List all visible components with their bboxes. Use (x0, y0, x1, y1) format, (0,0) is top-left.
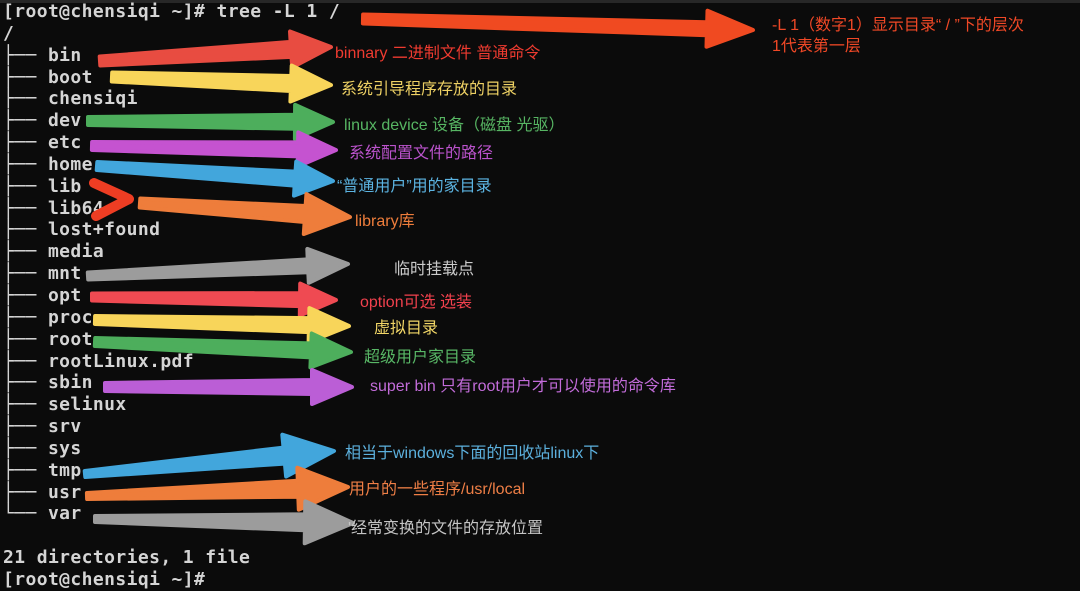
annotation-label-lib: library库 (355, 211, 415, 232)
terminal-line: [root@chensiqi ~]# (3, 568, 206, 590)
annotation-label-home: “普通用户”用的家目录 (337, 176, 492, 197)
annotation-label-opt: option可选 选装 (360, 292, 472, 313)
annotation-text: '经常变换的文件的存放位置 (348, 520, 544, 537)
terminal-line: ├── lib64 (3, 197, 105, 219)
annotation-text: linux device 设备（磁盘 光驱） (344, 117, 565, 134)
annotation-label-mnt: 临时挂载点 (394, 259, 474, 280)
annotation-text-line2: 1代表第一层 (772, 38, 861, 55)
annotation-text: 超级用户家目录 (364, 349, 477, 366)
terminal-output: [root@chensiqi ~]# tree -L 1 //├── bin├─… (3, 1, 340, 591)
terminal-line: ├── rootLinux.pdf (3, 350, 195, 372)
annotation-label-dev: linux device 设备（磁盘 光驱） (344, 115, 565, 136)
terminal-line: ├── bin (3, 44, 82, 66)
terminal-line: ├── srv (3, 416, 82, 438)
terminal-line: ├── boot (3, 66, 93, 88)
annotation-label-bin: binnary 二进制文件 普通命令 (335, 43, 540, 64)
terminal-line: [root@chensiqi ~]# tree -L 1 / (3, 1, 341, 22)
annotation-label-root: 超级用户家目录 (364, 347, 476, 368)
terminal-line: ├── chensiqi (3, 88, 138, 110)
annotation-text: -L 1（数字1）显示目录“ / ”下的层次 (772, 17, 1024, 34)
terminal-line: ├── tmp (3, 459, 82, 481)
terminal-line: ├── etc (3, 132, 82, 154)
annotation-text: library库 (355, 213, 415, 230)
terminal-line: ├── opt (3, 284, 82, 306)
terminal-line: ├── lost+found (3, 219, 161, 241)
terminal-line: ├── lib (3, 175, 82, 197)
annotation-label-etc: 系统配置文件的路径 (349, 143, 493, 164)
annotation-label-proc: 虚拟目录 (374, 318, 438, 339)
terminal-line (3, 525, 340, 547)
annotation-text: super bin 只有root用户才可以使用的命令库 (370, 378, 676, 395)
window-top-edge (0, 0, 1080, 3)
annotation-arrow-flag (360, 8, 755, 49)
terminal-line: ├── dev (3, 110, 82, 132)
annotation-label-boot: 系统引导程序存放的目录 (341, 79, 517, 100)
annotation-text: 用户的一些程序/usr/local (349, 481, 526, 498)
annotation-text: 相当于windows下面的回收站linux下 (345, 445, 600, 462)
annotation-label-var: '经常变换的文件的存放位置 (348, 518, 543, 539)
annotation-text: binnary 二进制文件 普通命令 (335, 45, 541, 62)
annotation-label-tmp: 相当于windows下面的回收站linux下 (345, 443, 599, 464)
terminal-line: ├── media (3, 241, 105, 263)
annotation-text: 系统配置文件的路径 (349, 145, 494, 162)
terminal-line: ├── sbin (3, 372, 93, 394)
annotation-text: 虚拟目录 (374, 320, 439, 337)
terminal-line: / (3, 22, 15, 44)
terminal-line: ├── root (3, 328, 93, 350)
terminal-line: ├── proc (3, 306, 93, 328)
annotation-text: option可选 选装 (360, 294, 473, 311)
terminal-line: └── var (3, 503, 82, 525)
terminal-line: ├── sys (3, 437, 82, 459)
terminal-line: ├── mnt (3, 263, 82, 285)
annotation-label-usr: 用户的一些程序/usr/local (349, 479, 525, 500)
annotation-text: 临时挂载点 (394, 261, 475, 278)
terminal-line: ├── usr (3, 481, 82, 503)
terminal-line: ├── home (3, 153, 93, 175)
annotation-label-flag: -L 1（数字1）显示目录“ / ”下的层次 1代表第一层 (772, 15, 1024, 57)
annotation-label-sbin: super bin 只有root用户才可以使用的命令库 (370, 376, 676, 397)
terminal-line: 21 directories, 1 file (3, 547, 251, 569)
annotation-text: “普通用户”用的家目录 (337, 178, 492, 195)
terminal-line: ├── selinux (3, 394, 127, 416)
annotation-text: 系统引导程序存放的目录 (341, 81, 518, 98)
